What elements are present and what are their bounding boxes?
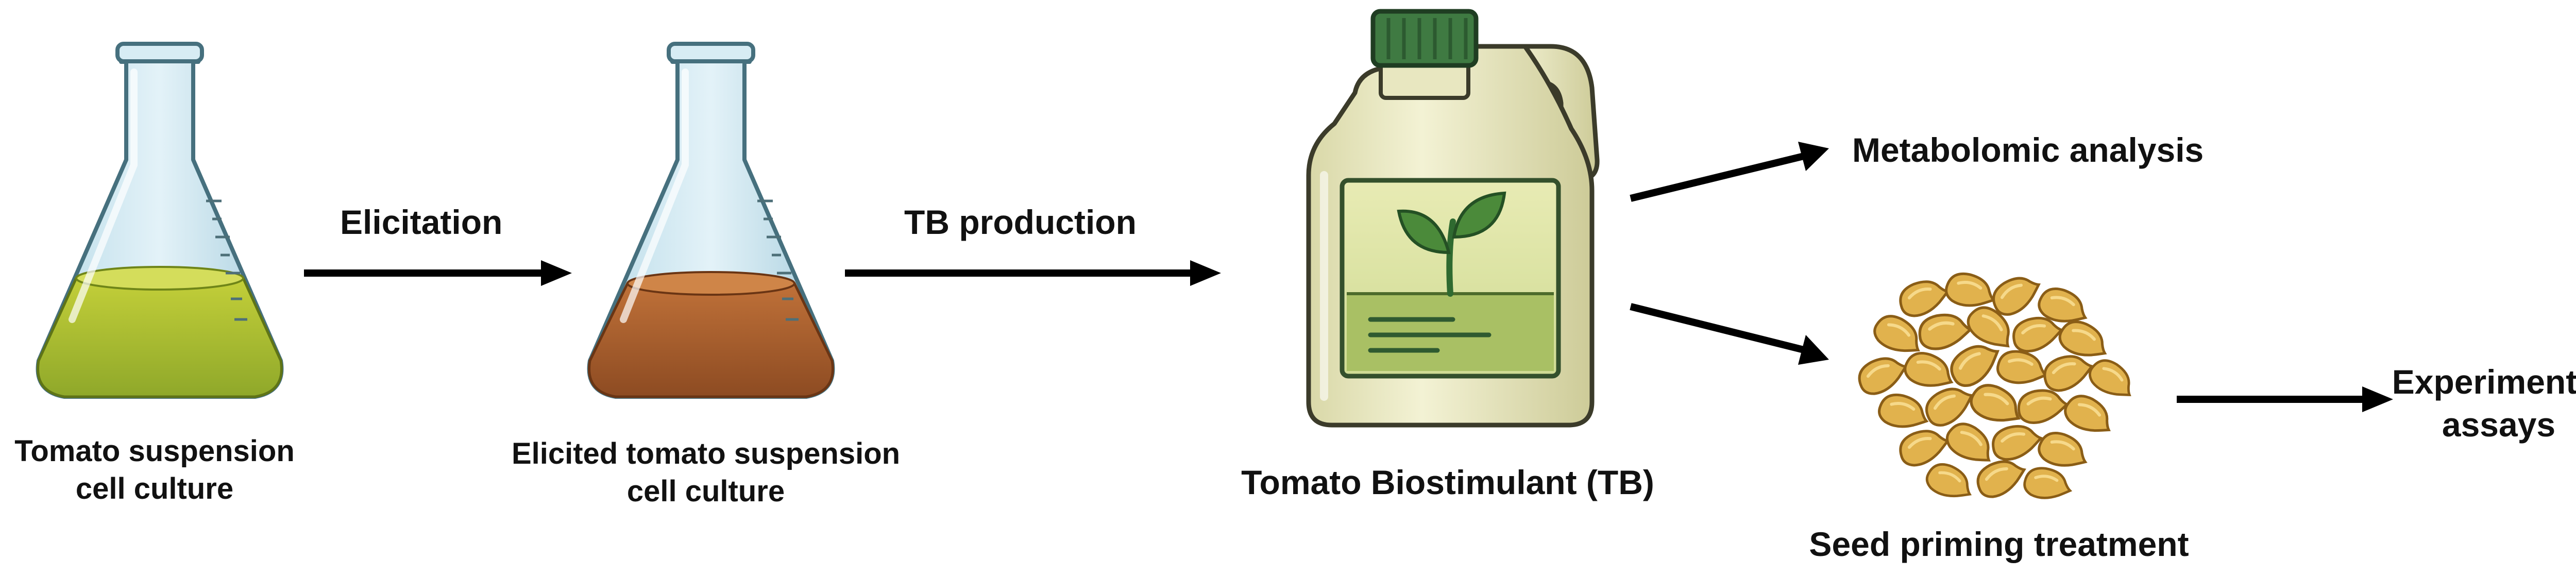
elicitation-label: Elicitation: [340, 203, 503, 241]
seed-icon: [1925, 463, 1972, 498]
seed-icon: [1945, 422, 1991, 462]
seed-icon: [1918, 313, 1973, 350]
seed-icon: [1970, 384, 2021, 422]
experimental-assays-label: Experimental assays: [2391, 361, 2576, 446]
flask-brown-caption-line1: Elicited tomato suspension: [511, 437, 901, 470]
flask-green-caption-line1: Tomato suspension: [14, 434, 295, 468]
sprout-leaf-right: [1452, 191, 1506, 239]
seed-pile-icon: [1858, 272, 2131, 499]
seed-icon: [1950, 345, 2000, 387]
seed-icon: [1976, 460, 2026, 498]
arrow-elicitation: [304, 260, 572, 286]
seed-icon: [1992, 277, 2041, 316]
seed-icon: [2017, 389, 2070, 424]
seed-icon: [1967, 306, 2010, 348]
flask-brown-icon: [587, 42, 835, 399]
flask-green-caption: Tomato suspension cell culture: [0, 433, 309, 508]
seed-icon: [1878, 393, 1929, 428]
flask-brown-caption-line2: cell culture: [626, 474, 785, 508]
arrow-seed-priming: [1630, 303, 1829, 365]
seed-icon: [2089, 359, 2131, 396]
metabolomic-analysis-label: Metabolomic analysis: [1852, 131, 2204, 169]
flask-brown-caption: Elicited tomato suspension cell culture: [479, 435, 933, 510]
seed-icon: [2038, 432, 2088, 467]
flask-green-icon: [36, 42, 284, 399]
flask-green-caption-line2: cell culture: [75, 471, 234, 505]
seed-icon: [1945, 272, 1996, 307]
seed-icon: [1996, 350, 2048, 384]
tb-production-label: TB production: [904, 203, 1137, 241]
seed-icon: [2023, 467, 2073, 499]
biostimulant-jug-icon: [1306, 9, 1600, 428]
seed-icon: [1873, 315, 1920, 352]
seed-priming-caption: Seed priming treatment: [1809, 525, 2189, 563]
seed-icon: [2058, 320, 2107, 357]
seed-icon: [1925, 387, 1974, 427]
arrow-tb-production: [845, 260, 1221, 286]
biostimulant-caption: Tomato Biostimulant (TB): [1241, 463, 1654, 501]
seed-icon: [1858, 357, 1908, 395]
seed-icon: [1992, 425, 2043, 461]
seed-icon: [1899, 280, 1950, 317]
seed-icon: [1899, 430, 1950, 467]
experimental-assays-line2: assays: [2442, 405, 2556, 444]
seed-icon: [1904, 352, 1954, 387]
experimental-assays-line1: Experimental: [2392, 363, 2576, 401]
sprout-leaf-left: [1397, 209, 1451, 255]
arrow-experimental: [2177, 386, 2393, 412]
seed-icon: [2038, 288, 2088, 323]
arrow-metabolomic: [1630, 142, 1829, 202]
seed-icon: [2064, 395, 2111, 432]
